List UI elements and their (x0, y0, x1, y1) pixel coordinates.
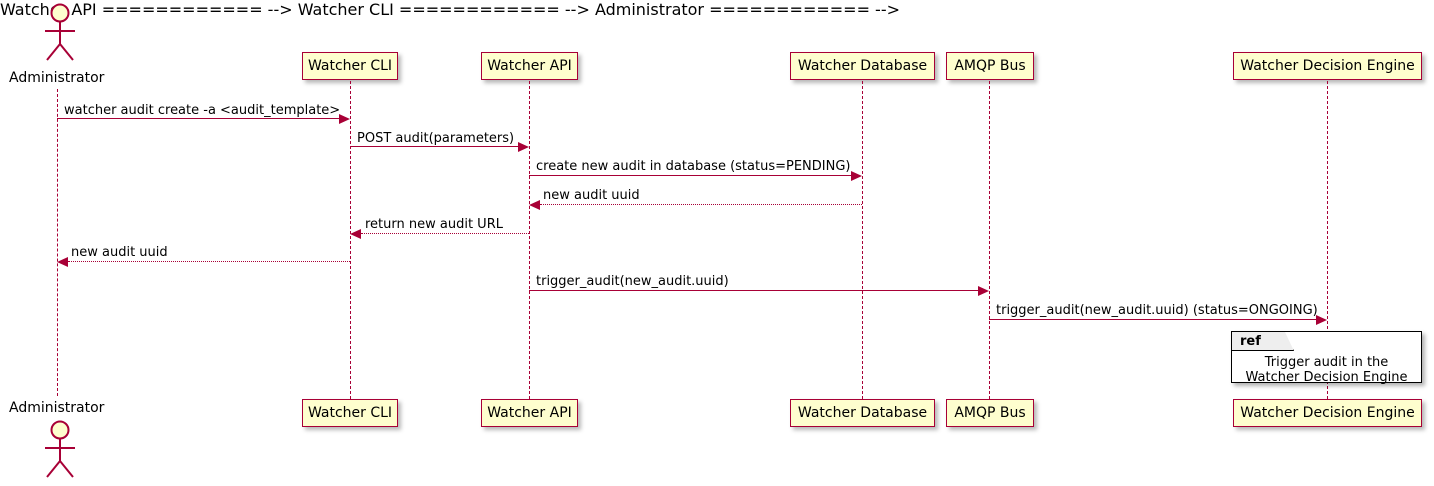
ref-fragment-body: Trigger audit in the Watcher Decision En… (1232, 351, 1421, 385)
message-line-m5 (361, 233, 529, 234)
message-line-m2 (350, 146, 520, 147)
lifeline-watcher-database (862, 81, 863, 399)
participant-watcher-cli-bottom[interactable]: Watcher CLI (302, 399, 398, 427)
lifeline-administrator (57, 89, 58, 396)
participant-watcher-cli-top[interactable]: Watcher CLI (302, 52, 398, 80)
ref-fragment: ref Trigger audit in the Watcher Decisio… (1231, 331, 1422, 385)
ref-fragment-line-1: Trigger audit in the (1264, 355, 1389, 370)
message-line-m6 (68, 261, 350, 262)
message-label-m5: return new audit URL (365, 217, 503, 232)
participant-label: Watcher API (487, 405, 572, 421)
lifeline-amqp-bus (989, 81, 990, 399)
ref-fragment-line-2: Watcher Decision Engine (1245, 370, 1408, 385)
participant-label: Watcher API (487, 58, 572, 74)
participant-watcher-database-bottom[interactable]: Watcher Database (790, 399, 935, 427)
lifeline-decision-engine (1327, 81, 1328, 399)
message-label-m8: trigger_audit(new_audit.uuid) (status=ON… (996, 303, 1318, 318)
actor-label-administrator-top: Administrator (9, 70, 105, 86)
participant-decision-engine-top[interactable]: Watcher Decision Engine (1233, 52, 1422, 80)
participant-watcher-api-top[interactable]: Watcher API (481, 52, 578, 80)
arrowhead-m1 (339, 113, 350, 124)
actor-administrator-top (30, 2, 86, 68)
participant-watcher-database-top[interactable]: Watcher Database (790, 52, 935, 80)
ref-fragment-tab: ref (1232, 332, 1294, 351)
lifeline-watcher-api (529, 81, 530, 399)
actor-administrator-bottom (30, 419, 86, 485)
participant-label: Watcher Decision Engine (1240, 58, 1415, 74)
ref-fragment-tab-label: ref (1240, 333, 1261, 349)
message-label-m3: create new audit in database (status=PEN… (536, 159, 851, 174)
participant-amqp-bus-top[interactable]: AMQP Bus (946, 52, 1034, 80)
actor-label-administrator-bottom: Administrator (9, 400, 105, 416)
message-line-m4 (540, 204, 862, 205)
participant-decision-engine-bottom[interactable]: Watcher Decision Engine (1233, 399, 1422, 427)
arrowhead-m8 (1316, 314, 1327, 325)
participant-label: AMQP Bus (954, 58, 1026, 74)
arrowhead-m2 (518, 141, 529, 152)
arrowhead-m3 (851, 170, 862, 181)
participant-label: Watcher Database (797, 58, 928, 74)
message-line-m8 (989, 319, 1319, 320)
stick-figure-icon (45, 3, 75, 61)
participant-watcher-api-bottom[interactable]: Watcher API (481, 399, 578, 427)
message-label-m1: watcher audit create -a <audit_template> (64, 103, 341, 118)
message-line-m7 (529, 290, 981, 291)
participant-label: Watcher CLI (307, 405, 393, 421)
participant-label: Watcher Decision Engine (1240, 405, 1415, 421)
message-line-m1 (57, 118, 341, 119)
arrowhead-m6 (57, 256, 68, 267)
participant-label: AMQP Bus (954, 405, 1026, 421)
participant-amqp-bus-bottom[interactable]: AMQP Bus (946, 399, 1034, 427)
arrowhead-m5 (350, 228, 361, 239)
arrowhead-m7 (978, 285, 989, 296)
message-line-m3 (529, 175, 854, 176)
message-label-m2: POST audit(parameters) (357, 131, 515, 146)
lifeline-watcher-cli (350, 81, 351, 399)
message-label-m7: trigger_audit(new_audit.uuid) (536, 274, 729, 289)
message-label-m6: new audit uuid (71, 245, 168, 260)
participant-label: Watcher CLI (307, 58, 393, 74)
stick-figure-icon (45, 420, 75, 478)
arrowhead-m4 (529, 199, 540, 210)
participant-label: Watcher Database (797, 405, 928, 421)
message-label-m4: new audit uuid (543, 188, 640, 203)
